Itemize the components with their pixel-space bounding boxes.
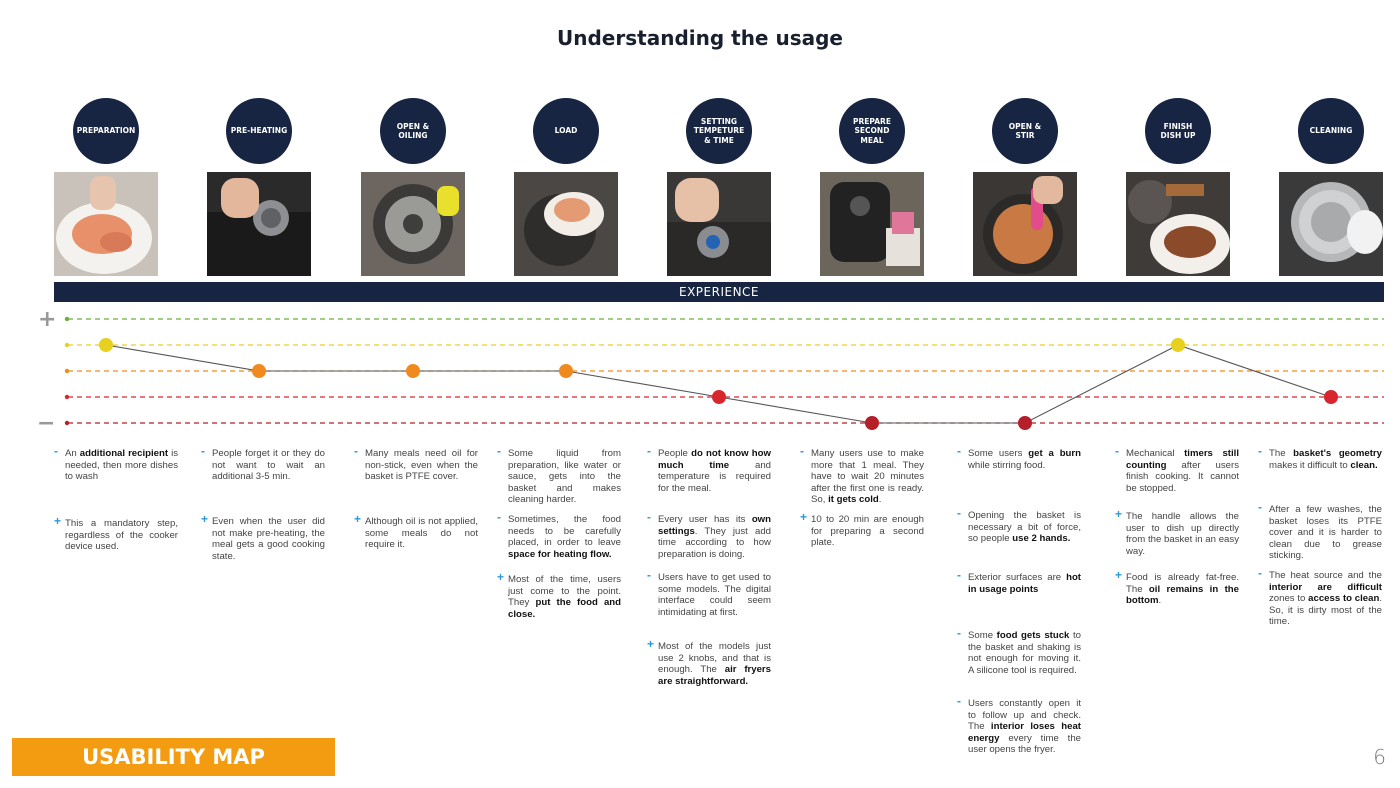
minus-icon: - bbox=[957, 506, 961, 520]
usage-note: -People forget it or they do not want to… bbox=[201, 444, 325, 483]
minus-icon: - bbox=[497, 510, 501, 524]
usage-note: -Many meals need oil for non-stick, even… bbox=[354, 444, 478, 483]
level-marker-dot bbox=[64, 420, 70, 426]
plus-icon: + bbox=[1115, 568, 1123, 582]
minus-icon: - bbox=[800, 444, 804, 458]
usage-note: -Users have to get used to some models. … bbox=[647, 568, 771, 618]
experience-point bbox=[559, 364, 573, 378]
plus-icon: + bbox=[1115, 507, 1123, 521]
basket-cleaning-photo bbox=[1279, 172, 1383, 276]
usage-note: -Many users use to make more that 1 meal… bbox=[800, 444, 924, 506]
usage-note: -Every user has its own settings. They j… bbox=[647, 510, 771, 560]
usability-map-badge: USABILITY MAP bbox=[12, 738, 335, 776]
usage-note: +Most of the models just use 2 knobs, an… bbox=[647, 637, 771, 687]
usage-note: -Exterior surfaces are hot in usage poin… bbox=[957, 568, 1081, 595]
experience-point bbox=[99, 338, 113, 352]
air-fryer-photo bbox=[820, 172, 924, 276]
stage-circle: CLEANING bbox=[1298, 98, 1364, 164]
experience-point bbox=[1324, 390, 1338, 404]
minus-icon: - bbox=[201, 444, 205, 458]
usage-note: -Sometimes, the food needs to be careful… bbox=[497, 510, 621, 560]
usage-note: +Food is already fat-free. The oil remai… bbox=[1115, 568, 1239, 607]
usage-note: -The basket's geometry makes it difficul… bbox=[1258, 444, 1382, 471]
minus-icon: - bbox=[354, 444, 358, 458]
usage-note: -Opening the basket is necessary a bit o… bbox=[957, 506, 1081, 545]
usage-note: +10 to 20 min are enough for preparing a… bbox=[800, 510, 924, 549]
usage-note: +The handle allows the user to dish up d… bbox=[1115, 507, 1239, 557]
minus-icon: - bbox=[54, 444, 58, 458]
scale-minus-icon: − bbox=[37, 411, 55, 436]
knob-turning-photo bbox=[207, 172, 311, 276]
level-marker-dot bbox=[64, 368, 70, 374]
level-marker-dot bbox=[64, 342, 70, 348]
usage-note: -After a few washes, the basket loses it… bbox=[1258, 500, 1382, 562]
basket-oiling-photo bbox=[361, 172, 465, 276]
experience-point bbox=[252, 364, 266, 378]
scale-plus-icon: + bbox=[38, 307, 56, 332]
stage-circle: LOAD bbox=[533, 98, 599, 164]
stage-circle: PRE-HEATING bbox=[226, 98, 292, 164]
minus-icon: - bbox=[957, 568, 961, 582]
minus-icon: - bbox=[647, 568, 651, 582]
plus-icon: + bbox=[201, 512, 209, 526]
minus-icon: - bbox=[647, 510, 651, 524]
usage-note: -Some users get a burn while stirring fo… bbox=[957, 444, 1082, 471]
plus-icon: + bbox=[647, 637, 655, 651]
usage-note: +Even when the user did not make pre-hea… bbox=[201, 512, 325, 562]
loading-basket-photo bbox=[514, 172, 618, 276]
dish-up-photo bbox=[1126, 172, 1230, 276]
minus-icon: - bbox=[1258, 500, 1262, 514]
experience-bar: EXPERIENCE bbox=[54, 282, 1384, 302]
minus-icon: - bbox=[1258, 566, 1262, 580]
minus-icon: - bbox=[647, 444, 651, 458]
experience-point bbox=[1018, 416, 1032, 430]
minus-icon: - bbox=[957, 444, 961, 458]
plus-icon: + bbox=[354, 512, 362, 526]
minus-icon: - bbox=[957, 626, 961, 640]
page-number: 6 bbox=[1373, 745, 1386, 769]
stage-circle: OPEN & OILING bbox=[380, 98, 446, 164]
stage-circle: FINISH DISH UP bbox=[1145, 98, 1211, 164]
usage-note: -People do not know how much time and te… bbox=[647, 444, 771, 494]
stage-circle: PREPARATION bbox=[73, 98, 139, 164]
experience-point bbox=[712, 390, 726, 404]
plus-icon: + bbox=[800, 510, 808, 524]
minus-icon: - bbox=[1115, 444, 1119, 458]
minus-icon: - bbox=[957, 694, 961, 708]
plus-icon: + bbox=[497, 570, 505, 584]
usage-note: +Although oil is not applied, some meals… bbox=[354, 512, 478, 551]
usage-note: -Mechanical timers still counting after … bbox=[1115, 444, 1239, 494]
minus-icon: - bbox=[1258, 444, 1262, 458]
stage-circle: PREPARE SECOND MEAL bbox=[839, 98, 905, 164]
setting-dial-photo bbox=[667, 172, 771, 276]
usage-note: -Some liquid from preparation, like wate… bbox=[497, 444, 621, 506]
experience-chart: +− bbox=[37, 307, 1384, 436]
level-marker-dot bbox=[64, 394, 70, 400]
stirring-basket-photo bbox=[973, 172, 1077, 276]
minus-icon: - bbox=[497, 444, 501, 458]
chicken-on-plate-photo bbox=[54, 172, 158, 276]
stage-circle: OPEN & STIR bbox=[992, 98, 1058, 164]
usage-note: +Most of the time, users just come to th… bbox=[497, 570, 621, 620]
usage-note: -An additional recipient is needed, then… bbox=[54, 444, 178, 483]
usage-note: -Some food gets stuck to the basket and … bbox=[957, 626, 1081, 676]
level-marker-dot bbox=[64, 316, 70, 322]
experience-line bbox=[105, 344, 1332, 424]
experience-point bbox=[865, 416, 879, 430]
usage-note: -The heat source and the interior are di… bbox=[1258, 566, 1383, 628]
usage-note: +This a mandatory step, regardless of th… bbox=[54, 514, 178, 553]
stage-circle: SETTING TEMPETURE & TIME bbox=[686, 98, 752, 164]
experience-point bbox=[406, 364, 420, 378]
experience-point bbox=[1171, 338, 1185, 352]
page-title: Understanding the usage bbox=[557, 26, 843, 50]
plus-icon: + bbox=[54, 514, 62, 528]
usage-note: -Users constantly open it to follow up a… bbox=[957, 694, 1081, 756]
